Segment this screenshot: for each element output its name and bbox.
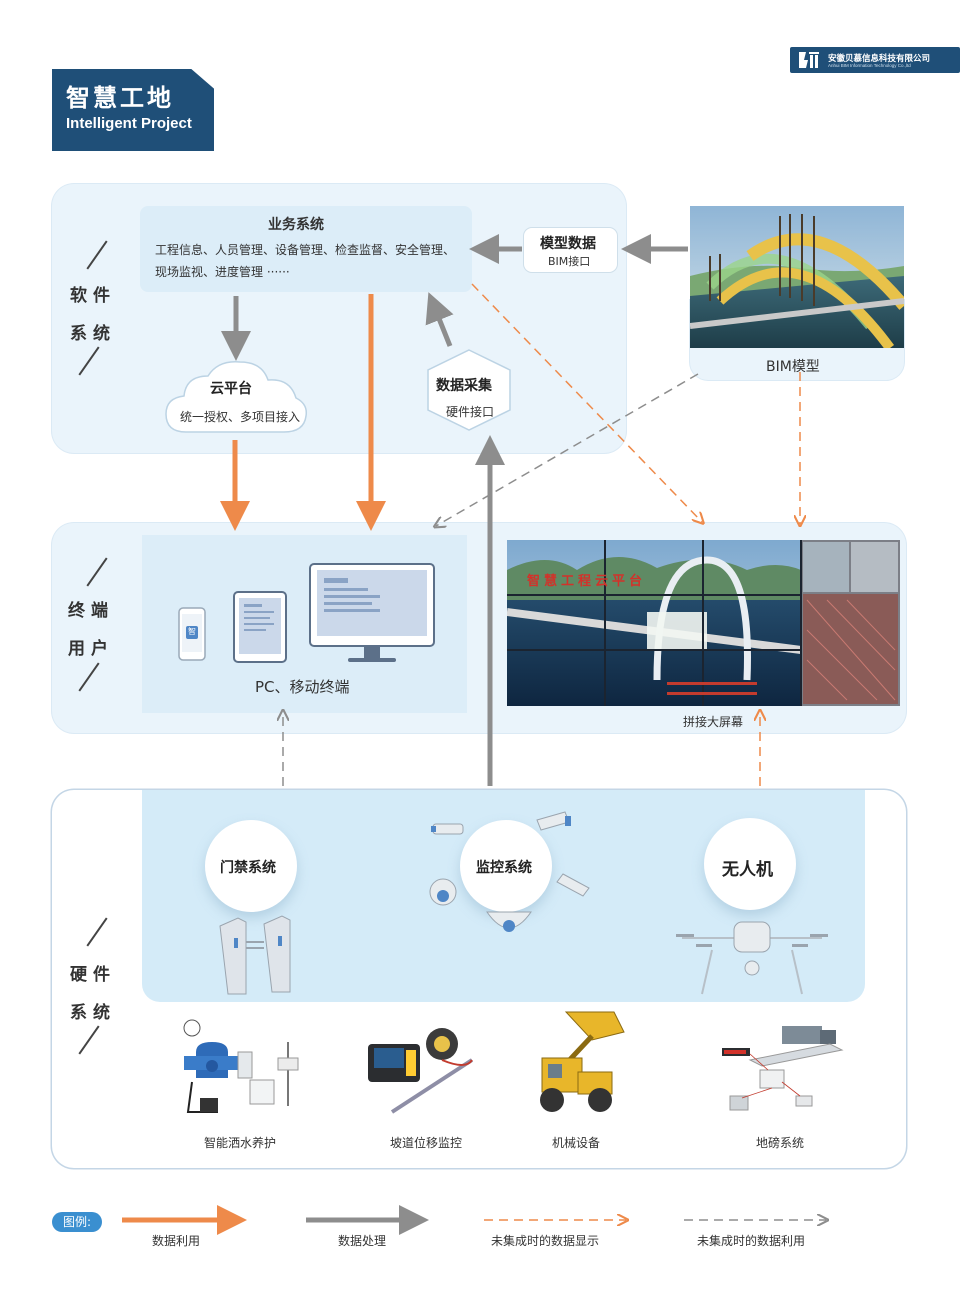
business-system-line1: 工程信息、人员管理、设备管理、检查监督、安全管理、 [155, 243, 456, 257]
company-logo [790, 47, 960, 73]
legend-badge: 图例: [52, 1212, 102, 1232]
loader-icon [540, 1011, 625, 1112]
company-name: 安徽贝慕信息科技有限公司 [828, 54, 931, 64]
video-wall-title: 智慧工程云平台 [527, 574, 647, 589]
model-data-sub: BIM接口 [548, 255, 591, 268]
turnstile-icon [219, 915, 291, 995]
section-hardware-line2: 系统 [70, 1003, 116, 1023]
monitoring-label: 监控系统 [476, 860, 532, 876]
drone-circle [704, 818, 796, 910]
drone-icon [676, 921, 828, 995]
page-title: 智慧工地 [66, 84, 174, 112]
displacement-monitor-icon [368, 1028, 474, 1114]
business-system-title: 业务系统 [268, 217, 324, 233]
legend-unintegrated-usage: 未集成时的数据利用 [697, 1234, 806, 1248]
video-wall-label: 拼接大屏幕 [683, 715, 744, 729]
sprinkler-label: 智能洒水养护 [204, 1136, 277, 1150]
monitoring-circle [460, 820, 552, 912]
arrow-collect-to-business [425, 292, 454, 347]
app-icon: 智 [188, 627, 196, 636]
data-collection-sub: 硬件接口 [446, 405, 495, 419]
cloud-platform-title: 云平台 [210, 381, 252, 397]
dashed-business-to-screen [471, 283, 702, 522]
devices-label: PC、移动终端 [255, 678, 350, 696]
business-system-card [140, 206, 472, 292]
page-subtitle: Intelligent Project [66, 115, 192, 132]
company-name-en: Anhui BIM Information Technology Co.,ltd [828, 63, 911, 68]
data-collection-title: 数据采集 [436, 378, 492, 394]
access-control-circle [205, 820, 297, 912]
drone-label: 无人机 [722, 860, 773, 880]
displacement-monitor-label: 坡道位移监控 [390, 1136, 463, 1150]
data-collection-shape [427, 349, 511, 431]
legend-display: 未集成时的数据显示 [491, 1234, 600, 1248]
business-system-line2: 现场监视、进度管理 ······ [155, 265, 290, 279]
bim-model-image [690, 206, 904, 348]
weighbridge-icon [722, 1026, 844, 1111]
legend-usage: 数据利用 [152, 1234, 201, 1248]
weighbridge-label: 地磅系统 [756, 1136, 805, 1150]
section-terminal-line1: 终端 [68, 601, 114, 621]
devices-illustration [178, 563, 435, 663]
cloud-platform-sub: 统一授权、多项目接入 [180, 410, 301, 424]
cameras-icon [429, 811, 590, 932]
title-banner [52, 69, 214, 151]
access-control-label: 门禁系统 [220, 860, 276, 876]
section-hardware-line1: 硬件 [70, 965, 116, 985]
company-logo-icon [799, 52, 819, 68]
model-data-card [524, 228, 617, 272]
model-data-title: 模型数据 [540, 236, 596, 252]
legend-processing: 数据处理 [338, 1234, 387, 1248]
sprinkler-icon [183, 1019, 299, 1113]
cloud-platform-shape [165, 361, 308, 433]
section-terminal-line2: 用户 [68, 639, 114, 659]
section-software-line1: 软件 [70, 286, 116, 306]
video-wall-image [507, 540, 900, 706]
machinery-label: 机械设备 [552, 1136, 601, 1150]
section-software-line2: 系统 [70, 324, 116, 344]
bim-model-label: BIM模型 [766, 359, 820, 375]
dashed-bim-to-devices [436, 373, 699, 526]
